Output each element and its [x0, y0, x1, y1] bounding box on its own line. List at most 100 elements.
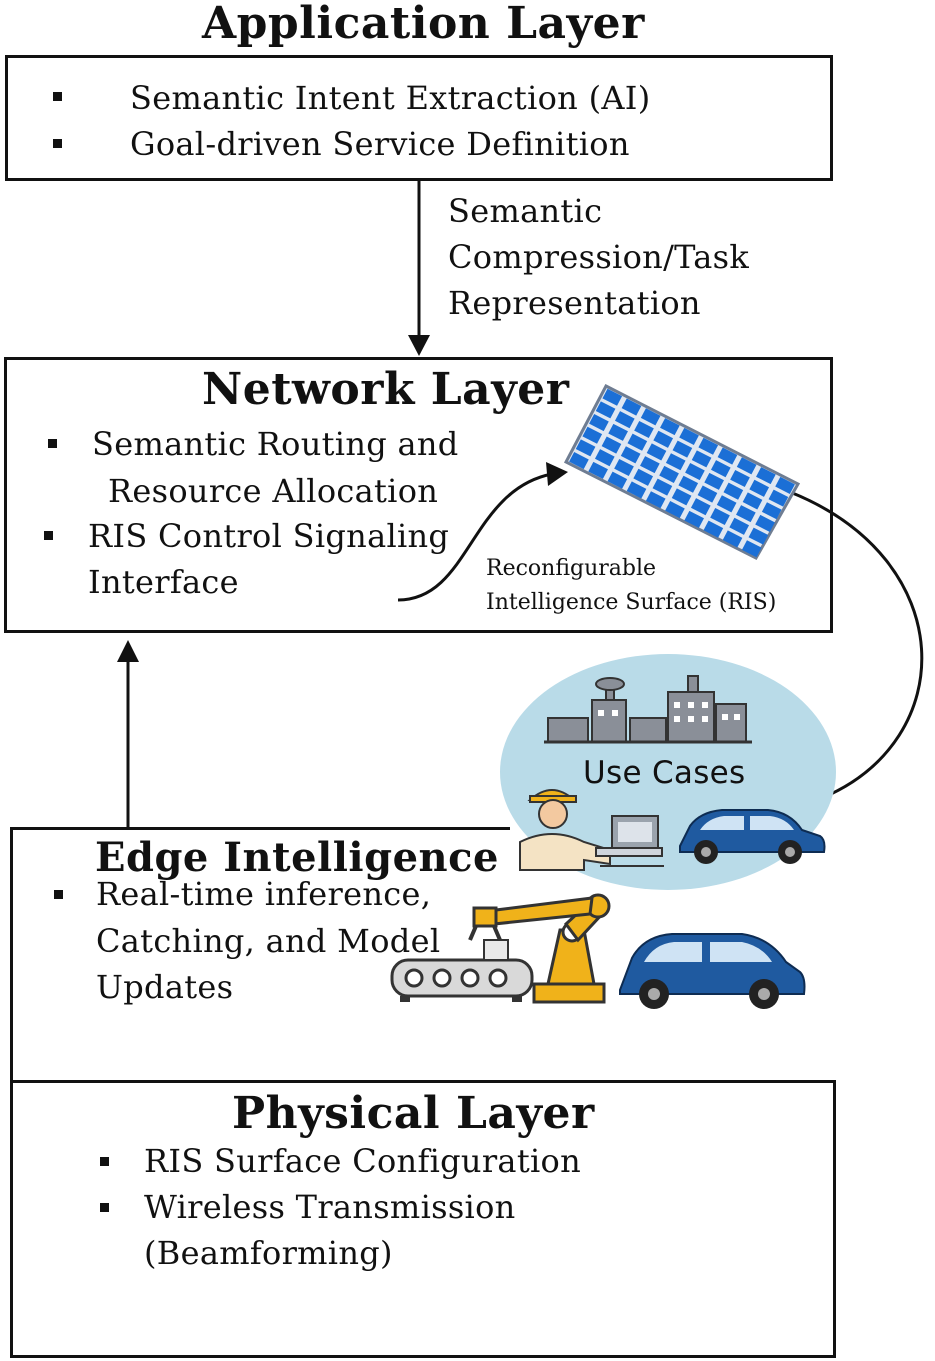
ris-cell — [741, 540, 762, 558]
ris-cell — [588, 461, 608, 479]
network-layer-title: Network Layer — [202, 364, 570, 415]
ris-cell — [703, 520, 724, 538]
car-icon-upper — [679, 809, 826, 864]
ris-cell — [594, 449, 615, 467]
edge-item-line-3: Updates — [96, 968, 234, 1006]
ris-label-line-1: Reconfigurable — [486, 556, 657, 581]
physical-layer-box — [10, 1080, 836, 1358]
physical-item-2-line-1: Wireless Transmission — [144, 1188, 516, 1226]
ris-cell — [749, 479, 770, 497]
ris-cell — [722, 530, 743, 548]
bullet-icon — [53, 92, 62, 101]
physical-item-1: RIS Surface Configuration — [144, 1142, 581, 1180]
ris-cell — [646, 443, 667, 461]
ris-cell — [601, 436, 622, 454]
ris-cell — [640, 456, 660, 474]
network-item-2-line-1: RIS Control Signaling — [88, 517, 450, 555]
ris-cell — [614, 458, 634, 477]
ris-cell — [697, 485, 718, 503]
ris-cell — [691, 450, 712, 468]
ris-cell — [698, 437, 719, 455]
edge-box-top-border — [10, 827, 510, 830]
ris-to-usecases-curve — [789, 490, 924, 800]
network-item-2-line-2: Interface — [88, 563, 239, 601]
ris-cell — [704, 472, 724, 490]
ris-cell — [569, 452, 589, 470]
ris-cell — [633, 468, 654, 486]
edge-item-line-2: Catching, and Model — [96, 922, 441, 960]
arrow-label-line-1: Semantic — [448, 192, 603, 230]
ris-cell — [755, 514, 775, 532]
ris-panel-icon — [563, 383, 801, 560]
ris-cell — [710, 460, 731, 478]
ris-cell — [761, 502, 782, 520]
bullet-icon — [100, 1157, 109, 1166]
ris-cell — [729, 517, 750, 535]
app-to-network-arrow — [408, 180, 430, 356]
bullet-icon — [48, 439, 57, 448]
ris-cell — [620, 446, 641, 464]
ris-cell — [634, 420, 654, 439]
application-item-2: Goal-driven Service Definition — [130, 125, 630, 163]
edge-to-network-arrow — [117, 640, 139, 828]
ris-cell — [756, 467, 776, 485]
ris-label-line-2: Intelligence Surface (RIS) — [486, 590, 777, 615]
network-item-1-line-1: Semantic Routing and — [92, 425, 459, 463]
network-item-1-line-2: Resource Allocation — [108, 472, 439, 510]
ris-cell — [710, 507, 730, 526]
ris-cell — [608, 423, 628, 441]
use-cases-illustration — [500, 654, 836, 890]
ris-cell — [775, 476, 795, 494]
worker-at-computer-icon — [519, 789, 664, 871]
ris-cell — [684, 510, 704, 528]
ris-cell — [723, 482, 744, 500]
ris-cell — [653, 430, 674, 448]
bullet-icon — [44, 531, 53, 540]
edge-intelligence-title: Edge Intelligence — [95, 834, 499, 881]
ris-cell — [614, 411, 635, 429]
ris-cell — [690, 498, 711, 516]
ris-cell — [602, 388, 623, 406]
edge-box-left-border — [10, 827, 13, 1083]
conveyor-belt-icon — [390, 939, 534, 1002]
ris-cell — [582, 426, 603, 444]
network-layer-box — [4, 357, 833, 633]
application-layer-title: Application Layer — [202, 0, 645, 49]
ris-cell — [685, 463, 705, 481]
control-signal-curve — [397, 462, 568, 602]
ris-cell — [660, 418, 680, 436]
bullet-icon — [100, 1203, 109, 1212]
bullet-icon — [54, 890, 63, 899]
ris-cell — [665, 501, 685, 519]
ris-cell — [640, 408, 661, 426]
ris-cell — [645, 491, 666, 509]
ris-cell — [678, 475, 699, 493]
car-icon-lower — [619, 933, 806, 1009]
ris-cell — [589, 414, 609, 432]
physical-item-2-line-2: (Beamforming) — [144, 1234, 393, 1272]
ris-cell — [748, 527, 769, 545]
ris-cell — [626, 481, 647, 499]
ris-cell — [621, 398, 642, 416]
arrow-label-line-3: Representation — [448, 284, 701, 322]
ris-cell — [679, 427, 699, 445]
ris-cell — [736, 505, 756, 523]
ris-cell — [717, 447, 738, 465]
ris-cell — [659, 465, 679, 483]
bullet-icon — [53, 139, 62, 148]
ris-cell — [607, 471, 628, 489]
use-cases-label: Use Cases — [583, 755, 746, 791]
application-item-1: Semantic Intent Extraction (AI) — [130, 79, 651, 117]
arrow-label-line-2: Compression/Task — [448, 238, 750, 276]
ris-cell — [652, 478, 673, 496]
ris-cell — [742, 492, 763, 510]
ris-cell — [665, 453, 686, 471]
robot-arm-icon — [468, 893, 611, 1004]
ris-cell — [575, 439, 596, 457]
ris-cell — [716, 495, 737, 513]
ris-cell — [671, 488, 692, 506]
ris-cell — [595, 401, 616, 419]
ris-cell — [768, 489, 789, 507]
